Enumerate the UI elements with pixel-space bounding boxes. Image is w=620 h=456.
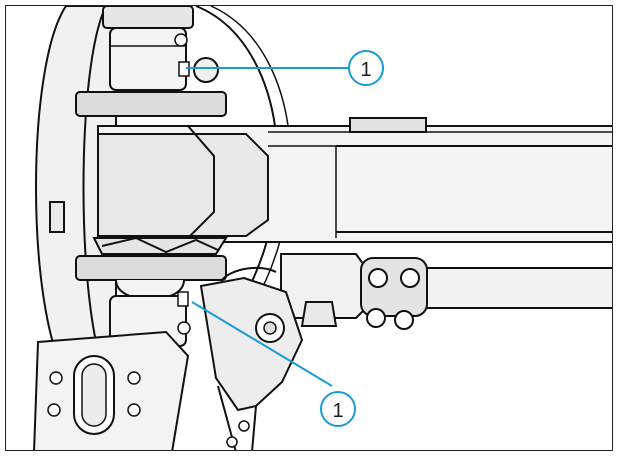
diagram-frame: 1 1 — [5, 5, 613, 451]
callout-leader-lower — [191, 301, 333, 387]
tie-rod — [280, 253, 612, 330]
axle-beam — [97, 117, 612, 243]
callout-lower-label: 1 — [332, 400, 343, 422]
callout-lower: 1 — [320, 391, 356, 427]
upper-hub-stack — [75, 6, 227, 117]
steering-arm — [199, 266, 304, 450]
axle-technical-illustration: 1 1 — [33, 6, 612, 450]
callout-upper-label: 1 — [360, 59, 371, 81]
callout-upper: 1 — [348, 50, 384, 86]
mounting-plate — [33, 330, 190, 450]
lower-hub-stack — [49, 201, 228, 347]
